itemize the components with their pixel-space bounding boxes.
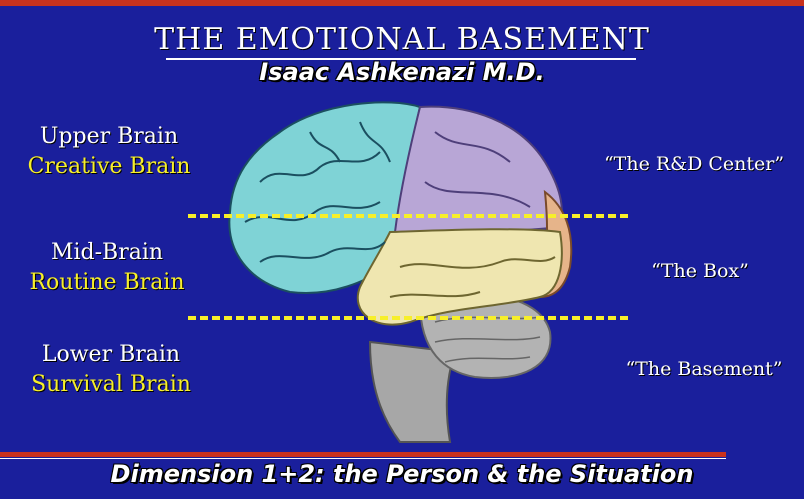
upper-brain-title: Upper Brain [39, 124, 179, 149]
brain-stem [368, 340, 457, 443]
mid-brain-title: Mid-Brain [50, 240, 164, 265]
nickname-box: “The Box” [651, 260, 749, 282]
slide-title: THE EMOTIONAL BASEMENT [154, 22, 650, 57]
brain-svg [228, 101, 573, 443]
brain-illustration [220, 92, 590, 452]
bottom-white-line [0, 458, 726, 459]
label-lower-brain: Lower Brain Survival Brain [6, 340, 216, 400]
bottom-red-line [0, 452, 726, 457]
label-mid-brain: Mid-Brain Routine Brain [2, 238, 212, 298]
upper-brain-subtitle: Creative Brain [27, 154, 191, 179]
nickname-rd-center: “The R&D Center” [603, 153, 785, 175]
lower-brain-subtitle: Survival Brain [31, 372, 191, 397]
lower-brain-title: Lower Brain [41, 342, 181, 367]
slide-subtitle: Isaac Ashkenazi M.D. [259, 58, 545, 86]
nickname-basement: “The Basement” [625, 358, 783, 380]
top-red-bar [0, 0, 804, 6]
divider-lower [188, 316, 628, 320]
divider-upper [188, 214, 628, 218]
label-upper-brain: Upper Brain Creative Brain [4, 122, 214, 182]
mid-brain-subtitle: Routine Brain [29, 270, 185, 295]
temporal-lobe [357, 228, 563, 326]
title-underline [166, 58, 636, 60]
slide-footer: Dimension 1+2: the Person & the Situatio… [110, 460, 694, 488]
